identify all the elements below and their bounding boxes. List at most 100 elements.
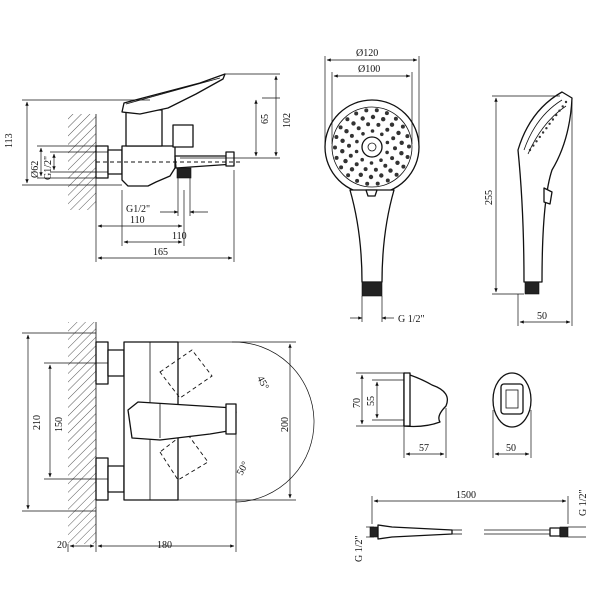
side-nozzle xyxy=(551,118,555,121)
nozzle xyxy=(355,139,359,144)
nozzle xyxy=(379,158,383,162)
shower-head-front: Ø120 Ø100 G 1/2" xyxy=(324,48,425,325)
nozzle xyxy=(370,129,375,133)
nozzle xyxy=(375,181,380,186)
nut-top xyxy=(107,349,125,377)
side-button xyxy=(543,187,553,205)
mode-button xyxy=(365,189,378,197)
nozzle xyxy=(333,145,337,150)
nozzle xyxy=(396,130,401,136)
cartridge-housing xyxy=(125,109,163,147)
side-nozzle xyxy=(532,144,535,147)
nozzle xyxy=(399,140,404,145)
nozzle xyxy=(346,173,351,178)
hose-right-fitting xyxy=(549,527,561,537)
nozzle xyxy=(349,133,354,138)
dim-20: 20 xyxy=(57,540,67,551)
holder-body xyxy=(403,372,449,428)
nozzle xyxy=(394,172,399,177)
nozzle xyxy=(348,153,353,158)
nozzle xyxy=(381,117,386,122)
handle-thread xyxy=(361,281,383,297)
nozzle xyxy=(338,125,343,130)
nozzle xyxy=(365,181,370,186)
nozzle xyxy=(345,117,350,122)
dim-50-holder: 50 xyxy=(506,443,516,454)
nozzle xyxy=(366,122,371,127)
nozzle xyxy=(369,161,374,165)
hose-left-nut xyxy=(369,526,379,538)
side-thread xyxy=(524,281,540,295)
dim-50deg: 50° xyxy=(235,460,251,478)
nozzle xyxy=(351,121,356,126)
nozzle xyxy=(405,134,410,139)
nozzles xyxy=(333,108,411,186)
nozzle xyxy=(385,150,389,155)
holder-front: 50 xyxy=(492,372,532,458)
side-nozzle xyxy=(555,113,558,117)
nozzle xyxy=(385,178,390,183)
nozzle xyxy=(354,162,359,167)
lever-position-50 xyxy=(159,431,209,481)
holder-front-cradle xyxy=(500,383,524,415)
nozzle xyxy=(388,168,393,173)
side-nozzle xyxy=(528,148,532,152)
nozzle xyxy=(340,149,345,154)
dim-g12-hose-left: G 1/2" xyxy=(354,535,365,562)
dim-50-side: 50 xyxy=(537,311,547,322)
dim-180: 180 xyxy=(157,540,172,551)
holder-plate xyxy=(403,372,411,427)
dim-g12-left: G1/2" xyxy=(43,156,54,180)
nozzle xyxy=(344,129,349,134)
nozzle xyxy=(370,114,376,120)
nozzle xyxy=(343,158,348,164)
lever-position-45 xyxy=(159,349,213,399)
side-nozzle xyxy=(545,127,548,130)
faucet-side-view: 113 Ø62 G1/2" 65 102 G1/2" 110 110 165 xyxy=(4,73,293,262)
side-nozzle xyxy=(561,105,564,108)
nozzle xyxy=(379,173,384,178)
dim-110a: 110 xyxy=(130,215,145,226)
dim-55: 55 xyxy=(366,396,377,406)
shower-outlet xyxy=(176,167,192,179)
nozzle xyxy=(385,140,390,145)
nozzle xyxy=(399,151,404,156)
nozzle xyxy=(384,111,389,116)
dim-d62: Ø62 xyxy=(30,161,41,178)
nozzle xyxy=(376,122,381,127)
dim-165: 165 xyxy=(153,247,168,258)
dim-45deg: 45° xyxy=(254,374,270,392)
side-nozzle xyxy=(535,140,538,143)
nozzle xyxy=(401,164,406,169)
nozzle xyxy=(349,167,355,172)
side-nozzle xyxy=(548,122,551,126)
dim-255: 255 xyxy=(484,190,495,205)
diverter-knob xyxy=(172,124,194,148)
nozzle xyxy=(334,155,339,160)
mixer-lever xyxy=(121,73,226,115)
side-nozzle xyxy=(564,100,568,104)
dim-200: 200 xyxy=(280,417,291,432)
nozzle xyxy=(390,156,395,161)
dim-150: 150 xyxy=(54,417,65,432)
nozzle xyxy=(363,167,368,172)
nozzle xyxy=(380,132,384,137)
nozzle xyxy=(383,163,388,168)
shower-handle xyxy=(349,189,395,283)
nozzle xyxy=(368,174,374,180)
mixer-body xyxy=(121,145,176,187)
nozzle xyxy=(356,126,361,131)
hose-right-nut xyxy=(559,526,569,538)
lever-top xyxy=(127,401,237,441)
dim-57: 57 xyxy=(419,443,429,454)
lever-tip xyxy=(225,403,237,435)
dim-70: 70 xyxy=(352,398,363,408)
angle-arc xyxy=(231,341,315,503)
side-nozzle xyxy=(538,135,541,139)
head-side-body xyxy=(517,91,573,283)
head-inner xyxy=(331,106,413,188)
dim-65: 65 xyxy=(260,114,271,124)
nozzle xyxy=(405,155,410,159)
nut-bottom xyxy=(107,465,125,493)
